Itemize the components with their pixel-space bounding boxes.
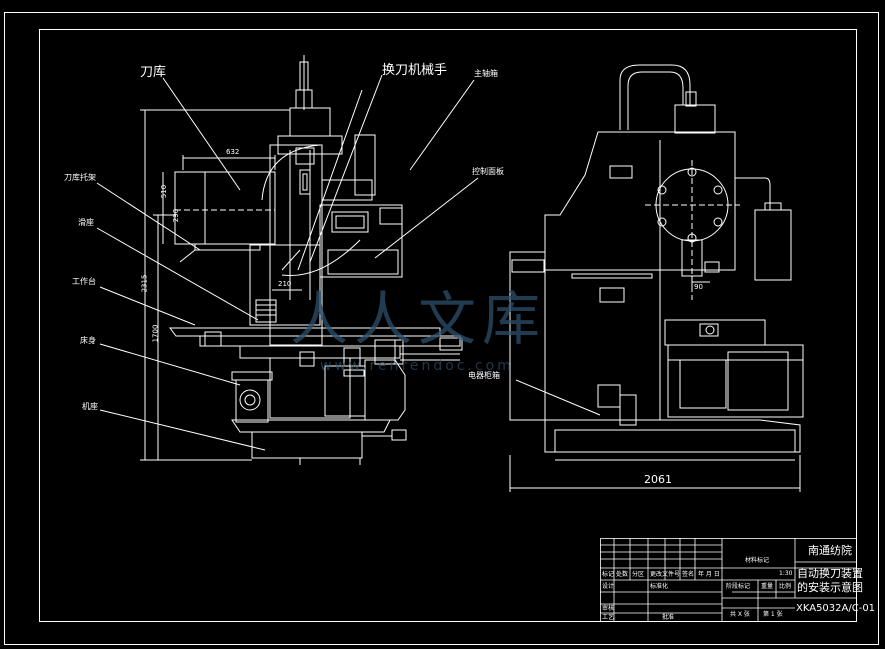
tb-count: 处数 [616, 571, 629, 578]
tb-scale-value: 1:30 [779, 570, 793, 577]
front-view [96, 55, 601, 465]
tb-review: 审核 [602, 605, 615, 612]
tb-approve: 批准 [662, 614, 675, 621]
dim-510: 510 [160, 184, 169, 199]
tb-standardize: 标准化 [650, 583, 669, 590]
dim-290: 290 [172, 208, 181, 223]
tb-signature: 签名 [682, 571, 695, 578]
tb-school: 南通纺院 [808, 544, 852, 557]
dim-2315: 2315 [140, 274, 149, 293]
tb-title-line2: 的安装示意图 [797, 581, 863, 594]
label-tool-changer-arm: 换刀机械手 [382, 63, 448, 78]
title-block [600, 538, 857, 622]
outer-border [4, 12, 879, 645]
tb-design: 设计 [602, 583, 615, 590]
tb-sheets-total: 共 X 张 [730, 611, 750, 618]
tb-weight: 重量 [761, 583, 774, 590]
tb-process: 工艺 [602, 614, 615, 621]
dim-1700: 1700 [151, 324, 160, 343]
tb-material-mark: 材料标记 [745, 557, 770, 564]
side-view [509, 64, 804, 492]
dim-210: 210 [278, 280, 292, 288]
tb-mark: 标记 [602, 571, 615, 578]
dim-632: 632 [226, 148, 240, 156]
watermark-url: www.renrendoc.com [320, 358, 514, 374]
label-main-spindle-box: 主轴箱 [474, 69, 498, 78]
tb-zone: 分区 [632, 571, 645, 578]
label-bed-body: 床身 [80, 336, 96, 345]
label-worktable: 工作台 [72, 277, 96, 286]
tb-sheet-no: 第 1 张 [763, 611, 783, 618]
label-control-panel: 控制面板 [472, 167, 504, 176]
tb-title-line1: 自动换刀装置 [797, 567, 863, 580]
tb-date: 年 月 日 [698, 571, 720, 578]
label-base: 机座 [82, 402, 98, 411]
tb-stage-mark: 阶段标记 [726, 583, 751, 590]
inner-border [39, 29, 857, 622]
label-tool-magazine: 刀库 [140, 65, 167, 80]
tb-scale: 比例 [779, 583, 792, 590]
label-tool-holder: 刀库托架 [64, 173, 96, 182]
label-slide-saddle: 滑座 [78, 218, 94, 227]
watermark-logo-text: 人人文库 [290, 285, 547, 353]
dim-2061: 2061 [644, 473, 672, 486]
tb-change-doc: 更改文件号 [650, 571, 681, 578]
tb-drawing-no: XKA5032A/C-01 [796, 603, 876, 614]
label-electric-cabinet: 电器柜箱 [468, 371, 500, 380]
dim-90: 90 [694, 283, 703, 291]
